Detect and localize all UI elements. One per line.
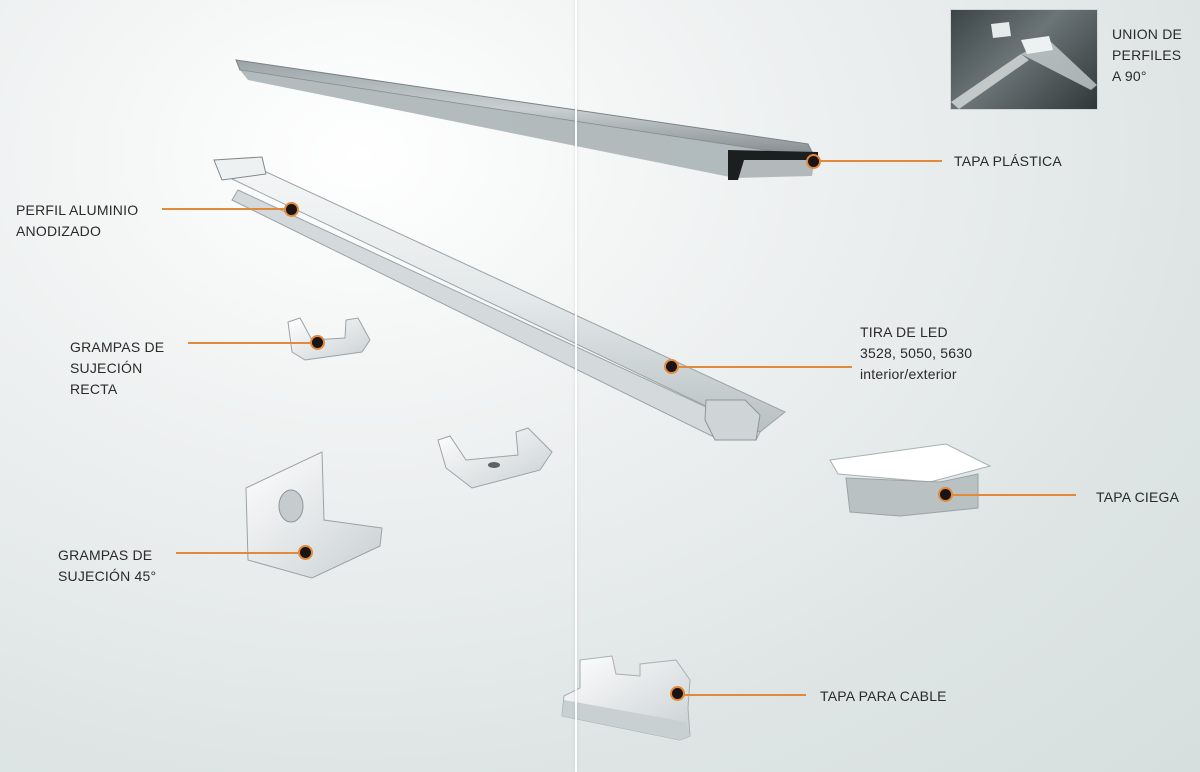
label-line: SUJECIÓN: [70, 360, 143, 376]
marker-grampas-recta: [310, 335, 325, 350]
label-grampas-45: GRAMPAS DE SUJECIÓN 45°: [58, 545, 156, 587]
label-line: UNION DE: [1112, 26, 1183, 42]
leader-tapa-ciega: [950, 494, 1076, 496]
plastic-cover: [235, 59, 818, 180]
label-line: interior/exterior: [860, 366, 957, 382]
straight-clip-hole: [437, 427, 553, 489]
marker-perfil-aluminio: [284, 202, 299, 217]
marker-tira-led: [664, 359, 679, 374]
label-union-perfiles: UNION DE PERFILES A 90°: [1112, 24, 1182, 87]
label-line: PERFILES: [1112, 47, 1182, 63]
label-tapa-plastica: TAPA PLÁSTICA: [954, 151, 1062, 172]
marker-tapa-plastica: [806, 154, 821, 169]
corner-joint-photo: [950, 9, 1098, 110]
label-line: SUJECIÓN 45°: [58, 568, 157, 584]
label-grampas-recta: GRAMPAS DE SUJECIÓN RECTA: [70, 337, 164, 400]
leader-tira-led: [676, 366, 852, 368]
marker-tapa-ciega: [938, 487, 953, 502]
leader-tapa-cable: [680, 694, 806, 696]
label-line: A 90°: [1112, 68, 1147, 84]
label-line: TAPA CIEGA: [1096, 489, 1180, 505]
label-line: ANODIZADO: [16, 223, 102, 239]
label-line: PERFIL ALUMINIO: [16, 202, 139, 218]
label-tapa-ciega: TAPA CIEGA: [1096, 487, 1179, 508]
leader-perfil-aluminio: [162, 208, 290, 210]
label-tapa-cable: TAPA PARA CABLE: [820, 686, 947, 707]
leader-grampas-45: [176, 552, 302, 554]
blind-end-cap: [829, 443, 992, 517]
label-line: 3528, 5050, 5630: [860, 345, 973, 361]
marker-grampas-45: [298, 545, 313, 560]
label-perfil-aluminio: PERFIL ALUMINIO ANODIZADO: [16, 200, 138, 242]
label-line: TAPA PARA CABLE: [820, 688, 947, 704]
label-line: GRAMPAS DE: [70, 339, 165, 355]
label-line: GRAMPAS DE: [58, 547, 153, 563]
cable-end-cap: [561, 655, 691, 741]
marker-tapa-cable: [670, 686, 685, 701]
straight-clip: [287, 317, 371, 361]
leader-grampas-recta: [188, 342, 314, 344]
label-line: RECTA: [70, 381, 118, 397]
label-line: TAPA PLÁSTICA: [954, 153, 1062, 169]
angled-clip: [245, 451, 383, 579]
label-line: TIRA DE LED: [860, 324, 948, 340]
aluminium-profile: [213, 156, 786, 441]
center-divider: [575, 0, 577, 772]
label-tira-led: TIRA DE LED 3528, 5050, 5630 interior/ex…: [860, 322, 972, 385]
leader-tapa-plastica: [814, 160, 942, 162]
